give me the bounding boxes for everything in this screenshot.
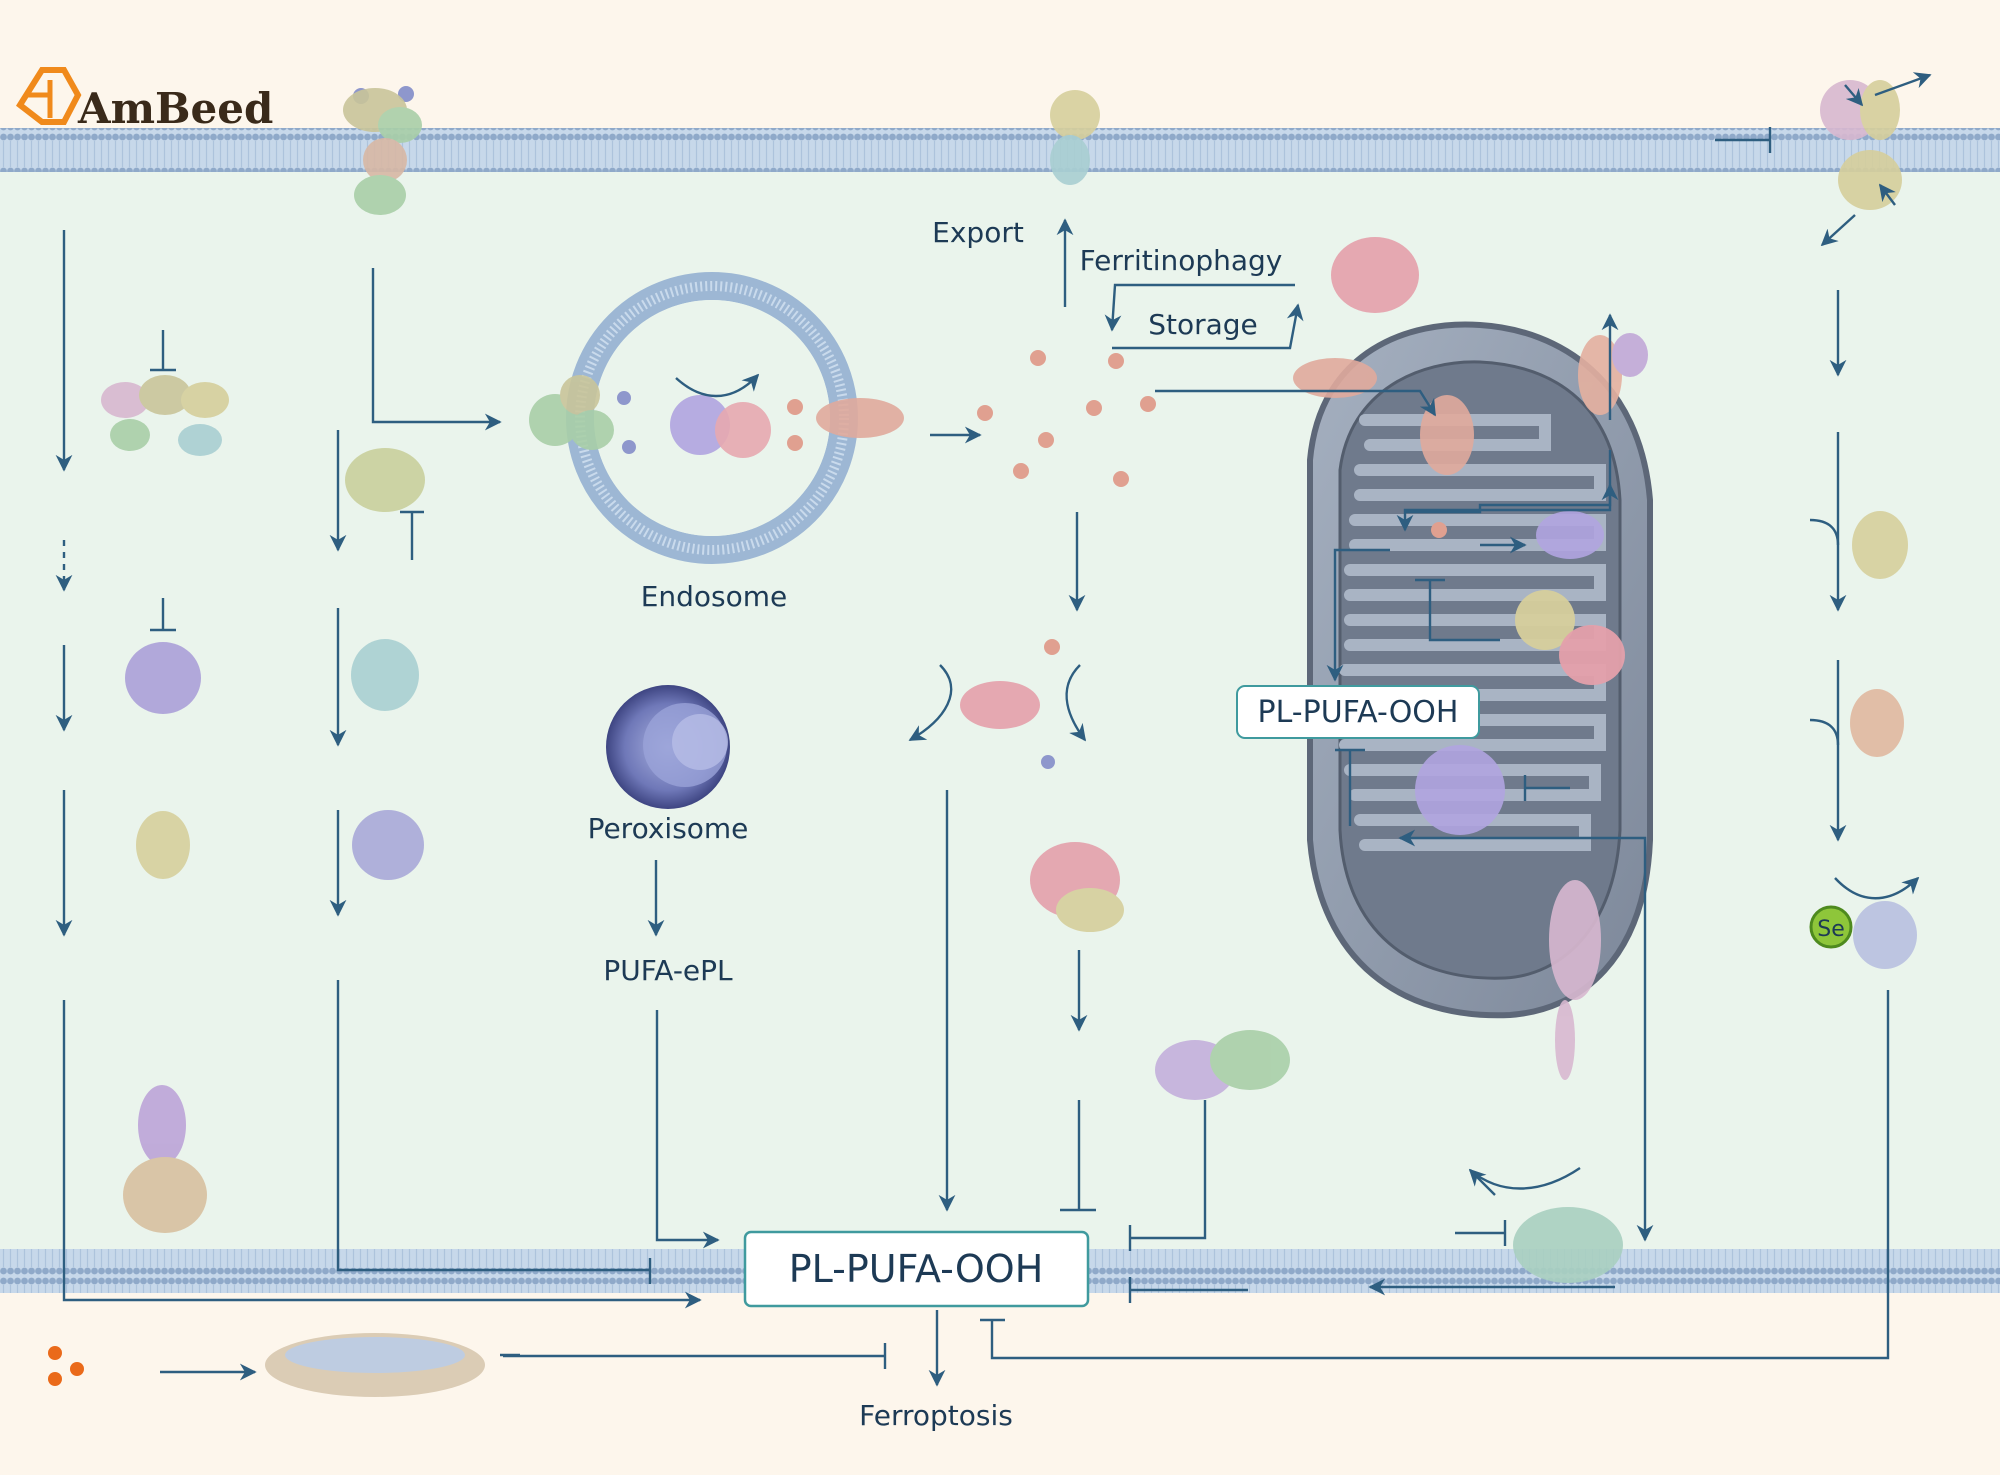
- ferritinophagy-label: Ferritinophagy: [1080, 244, 1283, 277]
- ambeed-logo: AmBeed: [16, 67, 273, 133]
- mito-plpufa-text: PL-PUFA-OOH: [1258, 695, 1459, 730]
- logo-hexagon-icon: [16, 67, 82, 125]
- main-plpufa-box: PL-PUFA-OOH: [743, 1230, 1090, 1308]
- iron-particles: [787, 350, 1447, 655]
- peroxisome-label: Peroxisome: [588, 812, 749, 845]
- storage-label: Storage: [1148, 308, 1258, 341]
- peroxisome: [606, 685, 730, 809]
- ferroptosis-label: Ferroptosis: [859, 1399, 1013, 1432]
- plasma-membrane-top: [0, 128, 2000, 172]
- export-label: Export: [932, 216, 1024, 249]
- endosome-label: Endosome: [641, 580, 788, 613]
- pathway-arrows: [55, 72, 1932, 1387]
- mito-plpufa-box: PL-PUFA-OOH: [1236, 685, 1480, 739]
- logo-text: AmBeed: [77, 84, 273, 133]
- selenium-badge: Se: [1809, 905, 1853, 949]
- protein-structures: [101, 80, 1917, 1397]
- small-molecule-icon: [48, 1346, 84, 1386]
- selenium-label: Se: [1817, 917, 1845, 942]
- main-plpufa-text: PL-PUFA-OOH: [789, 1247, 1044, 1291]
- pufa-epl-label: PUFA-ePL: [603, 954, 733, 987]
- logo-mark-icon: [28, 80, 53, 118]
